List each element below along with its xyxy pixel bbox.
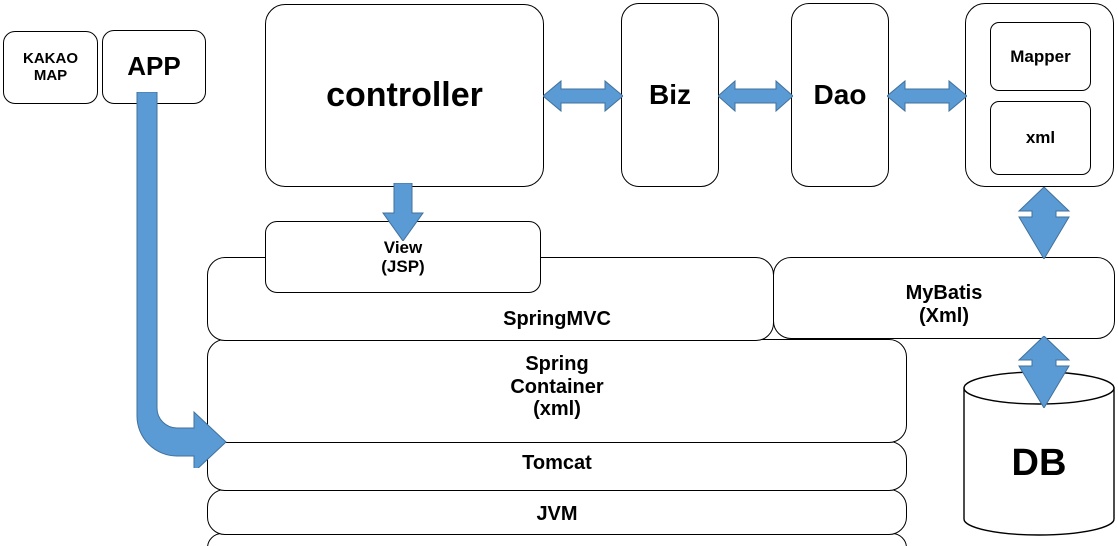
controller-label: controller: [326, 76, 483, 115]
app-label: APP: [127, 51, 181, 82]
tomcat-layer[interactable]: [207, 441, 907, 491]
mybatis-layer[interactable]: [773, 257, 1115, 339]
mapper-xml-label: xml: [1025, 128, 1056, 148]
biz-label: Biz: [649, 79, 691, 111]
dao-label: Dao: [813, 79, 867, 111]
biz-box[interactable]: Biz: [621, 3, 719, 187]
mapper-label: Mapper: [1010, 46, 1071, 66]
arrow-mapper-mybatis-icon: [1015, 186, 1073, 260]
arrow-mybatis-db-icon: [1015, 335, 1073, 409]
view-label-line2: (JSP): [381, 257, 425, 276]
controller-box[interactable]: controller: [265, 4, 544, 187]
kakao-map-box[interactable]: KAKAO MAP: [3, 31, 98, 104]
arrow-controller-biz-icon: [542, 76, 624, 116]
jvm-layer[interactable]: [207, 489, 907, 535]
arrow-app-to-tomcat-icon: [132, 91, 228, 474]
kakao-map-label-line1: KAKAO: [23, 49, 78, 67]
dao-box[interactable]: Dao: [791, 3, 889, 187]
spring-container-layer[interactable]: [207, 339, 907, 443]
kakao-map-label-line2: MAP: [33, 66, 68, 84]
mapper-xml-box[interactable]: xml: [990, 101, 1091, 175]
view-label-line1: View: [383, 237, 423, 257]
mapper-box[interactable]: Mapper: [990, 22, 1091, 91]
arrow-biz-dao-icon: [717, 76, 794, 116]
arrow-dao-mapper-icon: [886, 76, 968, 116]
arrow-controller-to-view-icon: [381, 182, 425, 242]
